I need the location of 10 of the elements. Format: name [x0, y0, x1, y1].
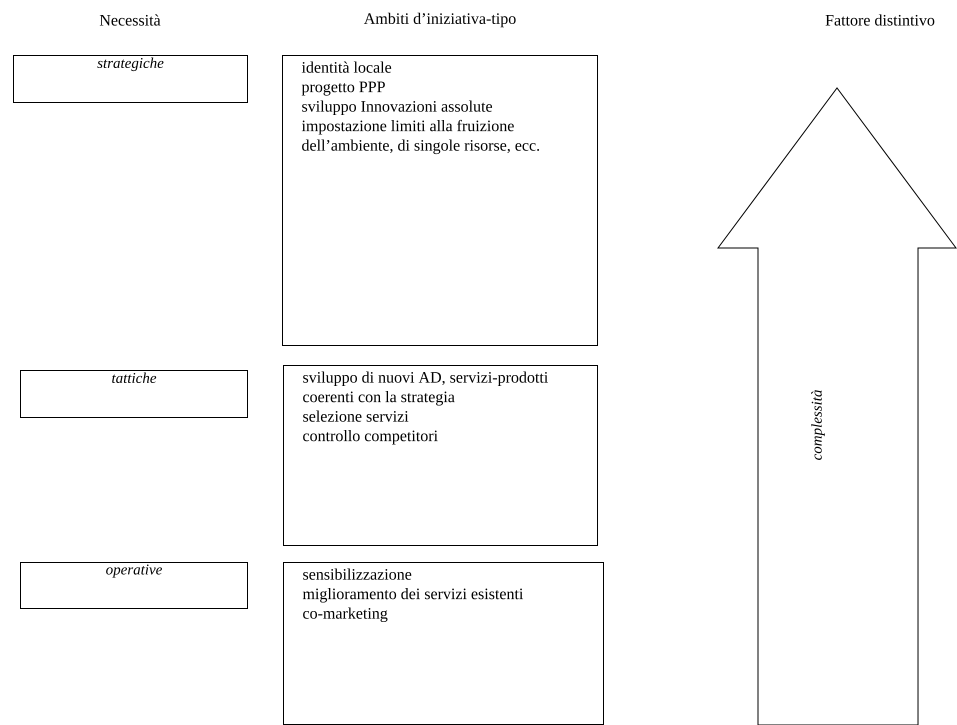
upward-arrow: complessità [717, 87, 957, 725]
need-box: strategiche [13, 55, 248, 103]
initiative-box: identità locale progetto PPP sviluppo Innovazioni assolute impostazione limiti alla fruizione dell’ambiente, di singole risorse, ecc. [282, 55, 598, 346]
initiative-box: sensibilizzazione miglioramento dei servizi esistenti co-marketing [283, 562, 604, 725]
need-box: operative [20, 562, 248, 609]
column-heading: Fattore distintivo [826, 14, 934, 26]
column-heading: Necessità [100, 14, 160, 26]
need-box: tattiche [20, 370, 248, 418]
column-heading: Ambiti d’iniziativa-tipo [364, 12, 516, 28]
initiative-box: sviluppo di nuovi AD, servizi-prodotti coerenti con la strategia selezione servizi controllo competitori [283, 365, 598, 546]
